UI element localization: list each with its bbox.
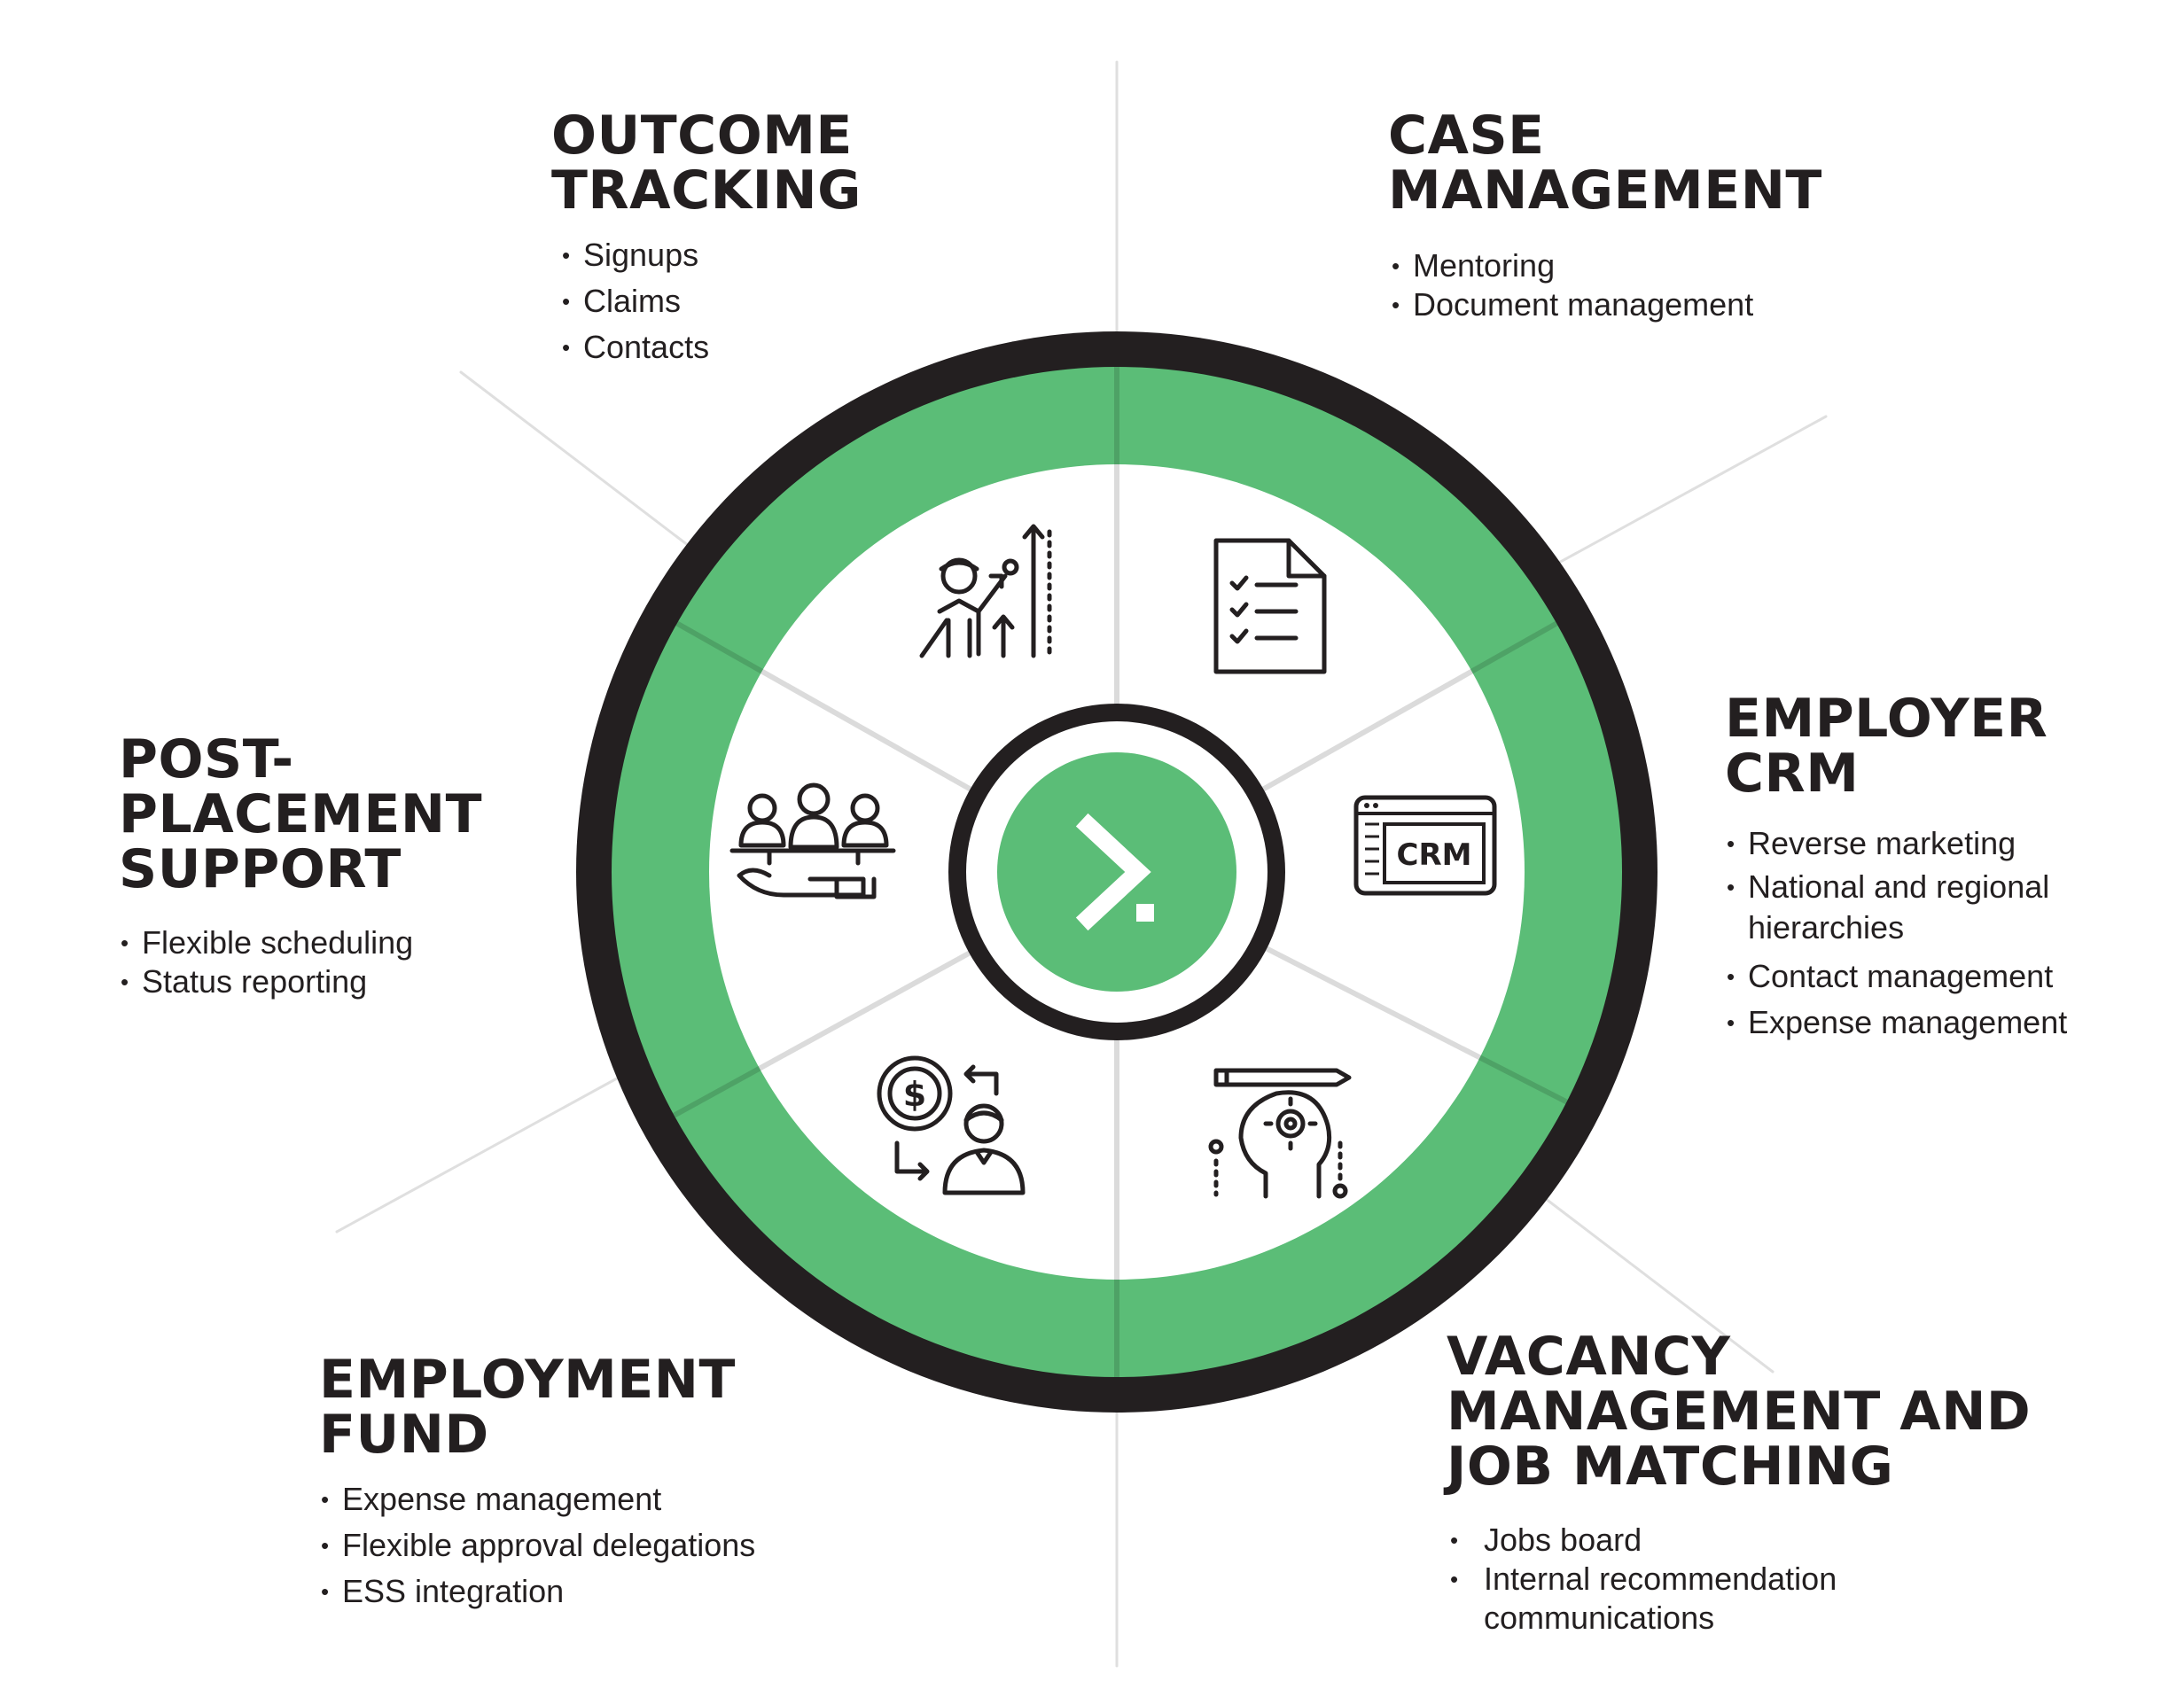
list-item: Expense management xyxy=(321,1476,755,1522)
bullet-list: Jobs board Internal recommendation commu… xyxy=(1450,1521,2031,1638)
list-item: Signups xyxy=(562,232,862,278)
list-item: Mentoring xyxy=(1392,246,1822,285)
section-employment-fund: EMPLOYMENT FUND Expense management Flexi… xyxy=(319,1352,755,1615)
list-item: National and regional hierarchies xyxy=(1727,867,2067,948)
list-item: ESS integration xyxy=(321,1568,755,1615)
list-item: Claims xyxy=(562,278,862,324)
crm-icon-text: CRM xyxy=(1397,837,1472,873)
section-vacancy-management: VACANCY MANAGEMENT AND JOB MATCHING Jobs… xyxy=(1447,1329,2031,1638)
section-title: POST- PLACEMENT SUPPORT xyxy=(119,728,482,900)
section-case-management: CASE MANAGEMENT Mentoring Document manag… xyxy=(1388,108,1822,324)
bullet-list: Signups Claims Contacts xyxy=(562,232,862,370)
svg-text:$: $ xyxy=(903,1075,926,1114)
section-post-placement-support: POST- PLACEMENT SUPPORT Flexible schedul… xyxy=(119,732,482,1001)
list-item: Contacts xyxy=(562,324,862,370)
list-item: Expense management xyxy=(1727,1000,2067,1046)
list-item: Status reporting xyxy=(121,962,482,1001)
head-gear-pencil-icon xyxy=(1208,1068,1352,1199)
crm-window-icon: CRM xyxy=(1353,795,1497,896)
bullet-list: Mentoring Document management xyxy=(1392,246,1822,324)
section-title: EMPLOYER CRM xyxy=(1725,688,2048,805)
hand-holding-team-icon xyxy=(729,782,896,899)
list-item: Flexible approval delegations xyxy=(321,1522,755,1568)
bullet-list: Reverse marketing National and regional … xyxy=(1727,821,2067,1046)
list-item: Internal recommendation communications xyxy=(1450,1560,2031,1638)
bullet-list: Expense management Flexible approval del… xyxy=(321,1476,755,1615)
section-outcome-tracking: OUTCOME TRACKING Signups Claims Contacts xyxy=(551,108,862,370)
checklist-document-icon xyxy=(1213,538,1327,674)
list-item: Reverse marketing xyxy=(1727,821,2067,867)
chevron-right-with-dot-icon xyxy=(1075,813,1154,931)
list-item: Contact management xyxy=(1727,953,2067,1000)
section-title: OUTCOME TRACKING xyxy=(551,105,862,222)
dollar-exchange-person-icon: $ xyxy=(877,1055,1026,1195)
list-item: Flexible scheduling xyxy=(121,923,482,962)
section-title: CASE MANAGEMENT xyxy=(1388,105,1822,222)
growth-chart-person-icon xyxy=(919,524,1052,658)
section-title: EMPLOYMENT FUND xyxy=(319,1349,736,1466)
list-item: Document management xyxy=(1392,285,1822,324)
hub-green xyxy=(997,752,1236,992)
section-title: VACANCY MANAGEMENT AND JOB MATCHING xyxy=(1447,1326,2032,1498)
section-employer-crm: EMPLOYER CRM Reverse marketing National … xyxy=(1725,691,2067,1046)
list-item: Jobs board xyxy=(1450,1521,2031,1560)
bullet-list: Flexible scheduling Status reporting xyxy=(121,923,482,1001)
